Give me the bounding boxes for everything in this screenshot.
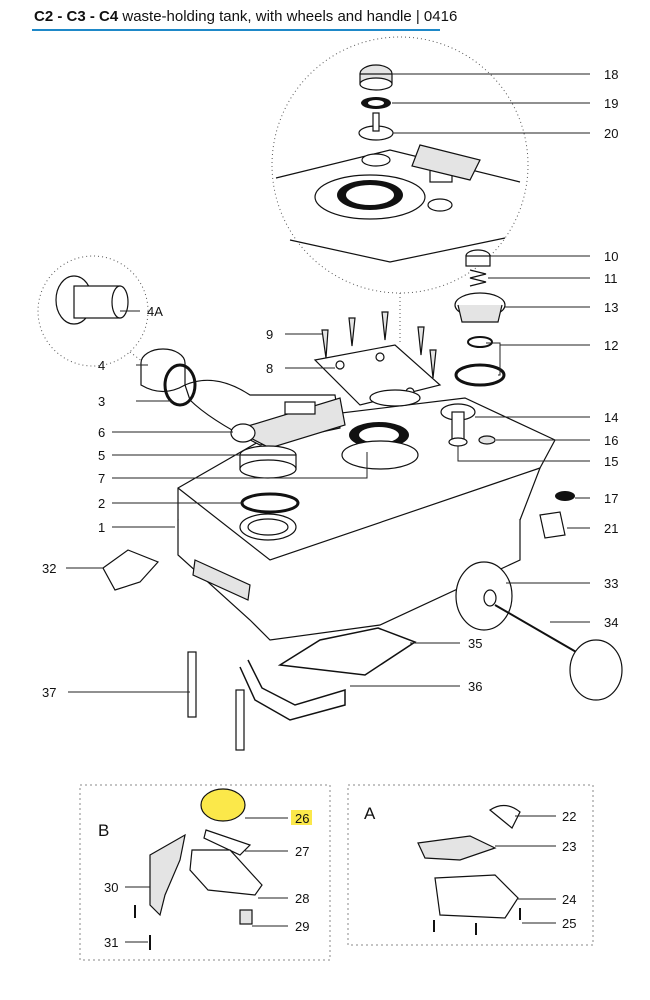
callout-24: 24: [562, 892, 576, 907]
callout-28: 28: [295, 891, 309, 906]
callout-10: 10: [604, 249, 618, 264]
callout-23: 23: [562, 839, 576, 854]
callout-37: 37: [42, 685, 56, 700]
callout-11: 11: [604, 271, 618, 286]
callout-22: 22: [562, 809, 576, 824]
panel-b-label: B: [98, 821, 109, 840]
latch: [102, 549, 160, 591]
wheels-axle: [455, 561, 623, 701]
callout-35: 35: [468, 636, 482, 651]
callout-1: 1: [98, 520, 105, 535]
callout-labels: 18 19 20 4A 10 11 13 12 9 8 4 3 6 5 7 2 …: [42, 67, 618, 950]
screws: [321, 311, 437, 379]
coupling-nut: [239, 445, 297, 479]
pour-spout: [184, 379, 346, 449]
callout-20: 20: [604, 126, 618, 141]
callout-16: 16: [604, 433, 618, 448]
leader-lines: [66, 73, 590, 943]
callout-18: 18: [604, 67, 618, 82]
callout-25: 25: [562, 916, 576, 931]
callout-29: 29: [295, 919, 309, 934]
callout-21: 21: [604, 521, 618, 536]
drain-cap: [140, 348, 197, 407]
callout-8: 8: [266, 361, 273, 376]
main-seal: [341, 422, 419, 470]
detail-magnifier-4a: [37, 255, 161, 376]
handle: [187, 627, 417, 751]
callout-27: 27: [295, 844, 309, 859]
panel-a-label: A: [364, 804, 376, 823]
callout-4: 4: [98, 358, 105, 373]
callout-6: 6: [98, 425, 105, 440]
title-underline: [32, 29, 440, 31]
callout-13: 13: [604, 300, 618, 315]
callout-9: 9: [266, 327, 273, 342]
callout-7: 7: [98, 471, 105, 486]
callout-34: 34: [604, 615, 618, 630]
callout-15: 15: [604, 454, 618, 469]
callout-33: 33: [604, 576, 618, 591]
highlight-marker: [291, 810, 312, 825]
callout-4a: 4A: [147, 304, 163, 319]
vent-valve: [440, 403, 496, 447]
callout-31: 31: [104, 935, 118, 950]
callout-32: 32: [42, 561, 56, 576]
callout-3: 3: [98, 394, 105, 409]
panel-a-parts: [417, 804, 521, 935]
detail-magnifier-top: [271, 36, 529, 345]
page-title: C2 - C3 - C4 waste-holding tank, with wh…: [34, 8, 457, 25]
callout-26: 26: [295, 811, 309, 826]
mounting-plate: [313, 344, 442, 407]
level-indicator: [454, 249, 506, 387]
callout-30: 30: [104, 880, 118, 895]
callout-19: 19: [604, 96, 618, 111]
callout-5: 5: [98, 448, 105, 463]
callout-14: 14: [604, 410, 618, 425]
callout-36: 36: [468, 679, 482, 694]
title-models: C2 - C3 - C4: [34, 8, 119, 25]
panel-b: [79, 784, 331, 961]
panel-a: [347, 784, 594, 946]
panel-b-parts: [134, 788, 263, 950]
callout-17: 17: [604, 491, 618, 506]
callout-2: 2: [98, 496, 105, 511]
callout-12: 12: [604, 338, 618, 353]
small-parts-right: [539, 491, 575, 539]
title-description: waste-holding tank, with wheels and hand…: [118, 8, 458, 25]
